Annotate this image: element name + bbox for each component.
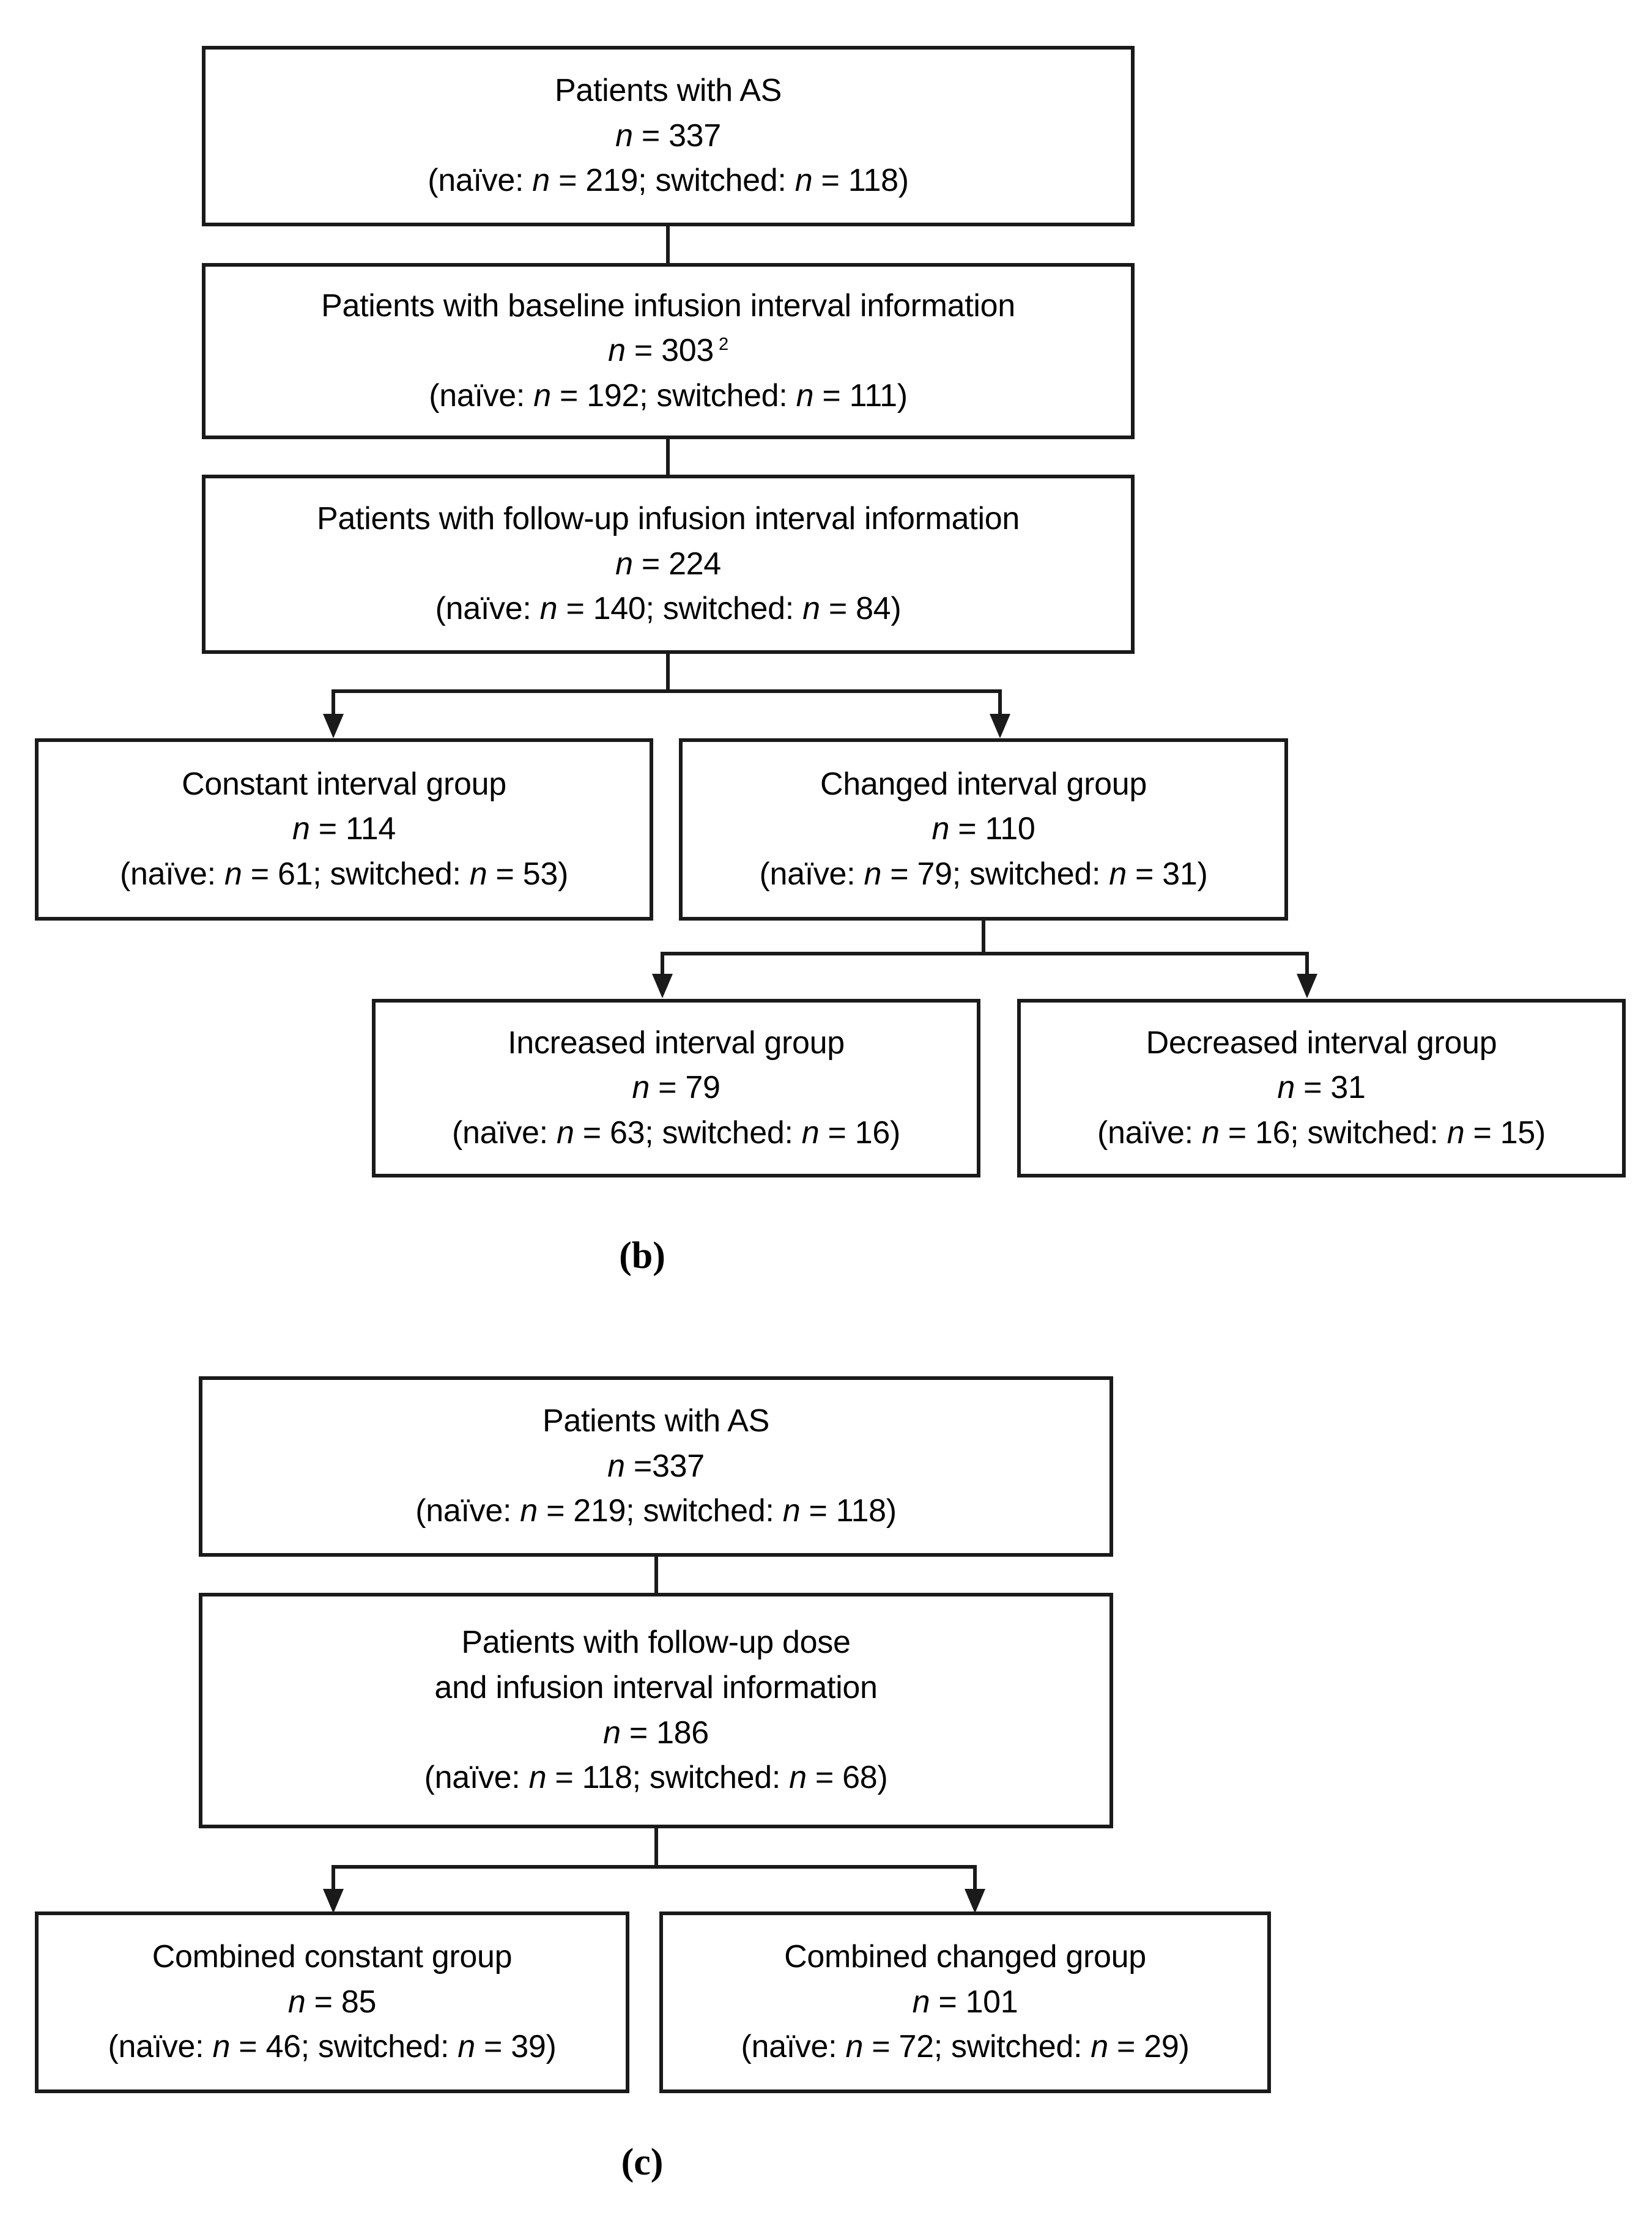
box-breakdown: (naïve: n = 79; switched: n = 31)	[759, 856, 1208, 892]
footnote-marker: 2	[718, 334, 728, 354]
connector-b3-to-constant	[332, 689, 335, 720]
panel-label-b: (b)	[619, 1235, 665, 1277]
box-followup-dose-interval-c: Patients with follow-up dose and infusio…	[199, 1593, 1113, 1828]
connector-c1-c2	[654, 1555, 658, 1594]
connector-c2-to-combined-constant	[332, 1865, 335, 1891]
box-title: Patients with AS	[543, 1403, 769, 1439]
connector-b3-split-stem	[666, 653, 670, 689]
box-title: Increased interval group	[508, 1025, 845, 1061]
box-n-line: n = 224	[615, 546, 721, 582]
box-patients-with-as-c: Patients with AS n =337 (naïve: n = 219;…	[199, 1376, 1113, 1557]
connector-b3-to-changed	[998, 689, 1002, 720]
box-breakdown: (naïve: n = 61; switched: n = 53)	[119, 856, 569, 892]
arrowhead-to-changed-interval	[990, 714, 1010, 738]
box-baseline-infusion-interval-b: Patients with baseline infusion interval…	[202, 263, 1135, 439]
box-n-line: n = 114	[292, 811, 396, 847]
box-title-line1: Patients with follow-up dose	[461, 1625, 851, 1661]
arrowhead-to-combined-changed	[965, 1889, 985, 1913]
box-patients-with-as-b: Patients with AS n = 337 (naïve: n = 219…	[202, 46, 1135, 226]
box-breakdown: (naïve: n = 63; switched: n = 16)	[451, 1114, 901, 1151]
box-breakdown: (naïve: n = 219; switched: n = 118)	[415, 1493, 897, 1529]
box-changed-interval-group: Changed interval group n = 110 (naïve: n…	[679, 738, 1288, 921]
connector-c2-split-stem	[654, 1827, 658, 1865]
box-followup-infusion-interval-b: Patients with follow-up infusion interva…	[202, 475, 1135, 654]
connector-c2-to-combined-changed	[973, 1865, 977, 1891]
box-title: Patients with baseline infusion interval…	[321, 287, 1015, 324]
box-title: Decreased interval group	[1146, 1025, 1497, 1061]
arrowhead-to-increased-interval	[652, 974, 673, 998]
box-title: Patients with follow-up infusion interva…	[317, 501, 1020, 537]
box-title: Combined changed group	[784, 1939, 1146, 1975]
connector-b3-split-bar	[332, 689, 1002, 693]
box-n-line: n = 337	[615, 117, 721, 154]
box-n-line: n = 110	[932, 811, 1035, 847]
box-title: Changed interval group	[820, 766, 1147, 802]
box-title-line2: and infusion interval information	[434, 1669, 878, 1705]
box-increased-interval-group: Increased interval group n = 79 (naïve: …	[372, 999, 980, 1177]
arrowhead-to-constant-interval	[323, 714, 344, 738]
box-combined-constant-group: Combined constant group n = 85 (naïve: n…	[35, 1911, 629, 2093]
panel-label-c: (c)	[621, 2141, 664, 2183]
box-breakdown: (naïve: n = 219; switched: n = 118)	[428, 163, 909, 199]
box-breakdown: (naïve: n = 16; switched: n = 15)	[1097, 1114, 1546, 1151]
connector-changed-split-stem	[982, 919, 985, 952]
box-n-line: n = 31	[1277, 1070, 1366, 1106]
box-title: Constant interval group	[182, 766, 506, 802]
box-breakdown: (naïve: n = 118; switched: n = 68)	[424, 1760, 888, 1796]
arrowhead-to-decreased-interval	[1297, 974, 1317, 998]
box-n-line: n = 79	[632, 1070, 720, 1106]
box-n-line: n = 85	[287, 1984, 377, 2020]
box-constant-interval-group: Constant interval group n = 114 (naïve: …	[35, 738, 653, 921]
box-breakdown: (naïve: n = 46; switched: n = 39)	[108, 2029, 557, 2065]
box-breakdown: (naïve: n = 192; switched: n = 111)	[429, 377, 908, 413]
connector-c2-split-bar	[332, 1865, 977, 1869]
connector-changed-to-decreased	[1305, 952, 1309, 976]
box-breakdown: (naïve: n = 72; switched: n = 29)	[741, 2029, 1190, 2065]
box-n-line: n = 101	[912, 1984, 1018, 2020]
arrowhead-to-combined-constant	[323, 1889, 344, 1913]
box-decreased-interval-group: Decreased interval group n = 31 (naïve: …	[1017, 999, 1626, 1177]
connector-changed-split-bar	[661, 952, 1309, 955]
connector-b2-b3	[666, 438, 670, 476]
box-title: Combined constant group	[152, 1939, 513, 1975]
box-n-line: n =337	[607, 1448, 705, 1484]
connector-changed-to-increased	[661, 952, 664, 976]
connector-b1-b2	[666, 225, 670, 264]
box-title: Patients with AS	[555, 73, 782, 109]
box-breakdown: (naïve: n = 140; switched: n = 84)	[435, 591, 902, 627]
box-combined-changed-group: Combined changed group n = 101 (naïve: n…	[659, 1911, 1271, 2093]
box-n-line: n = 186	[603, 1715, 709, 1751]
